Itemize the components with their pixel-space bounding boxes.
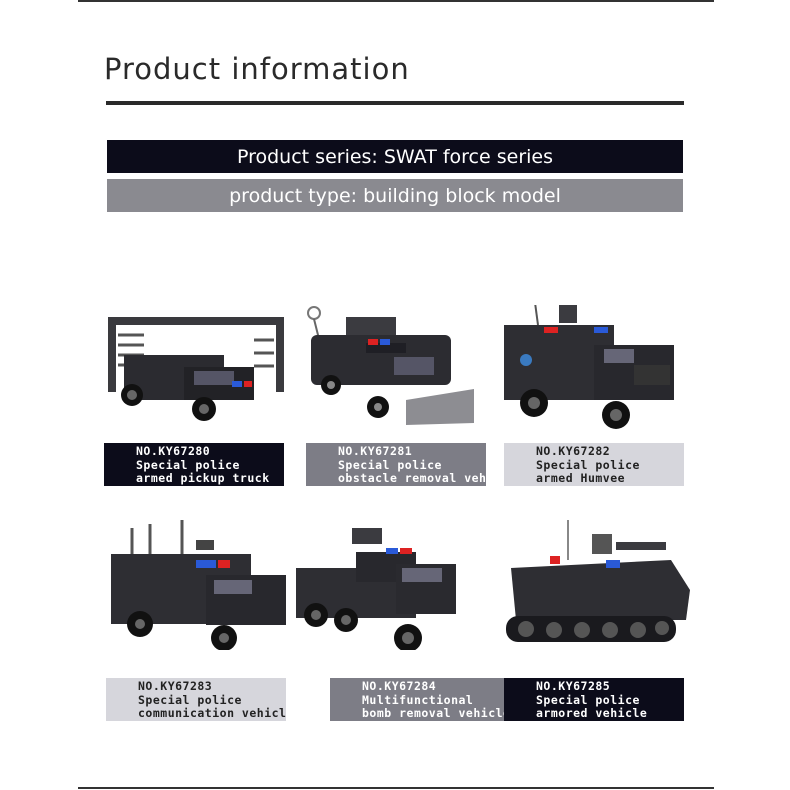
product-card-ky67285[interactable]: NO.KY67285 Special police armored vehicl… bbox=[504, 520, 696, 721]
product-label: NO.KY67282 Special police armed Humvee bbox=[504, 443, 684, 486]
product-number: NO.KY67282 bbox=[536, 444, 611, 458]
obstacle-removal-vehicle-icon bbox=[307, 306, 474, 425]
product-card-ky67284[interactable]: NO.KY67284 Multifunctional bomb removal … bbox=[296, 520, 510, 721]
product-number: NO.KY67281 bbox=[338, 444, 413, 458]
product-label: NO.KY67281 Special police obstacle remov… bbox=[306, 443, 486, 486]
product-label: NO.KY67285 Special police armored vehicl… bbox=[504, 678, 684, 721]
humvee-vehicle-icon bbox=[504, 305, 674, 429]
product-name-line2: obstacle removal vehicle bbox=[338, 471, 486, 485]
pickup-truck-vehicle-icon bbox=[108, 317, 284, 421]
bottom-border bbox=[78, 787, 714, 789]
product-name-line1: Multifunctional bbox=[362, 692, 474, 707]
product-name-line1: Special police bbox=[536, 457, 640, 472]
top-border bbox=[78, 0, 714, 2]
communication-vehicle-icon bbox=[111, 520, 286, 650]
product-name-line1: Special police bbox=[136, 457, 240, 472]
product-name-line1: Special police bbox=[138, 692, 242, 707]
product-name-line1: Special police bbox=[536, 692, 640, 707]
product-name-line2: armed pickup truck bbox=[136, 471, 270, 485]
type-bar: product type: building block model bbox=[107, 179, 683, 212]
product-name-line2: armed Humvee bbox=[536, 471, 626, 485]
product-card-ky67281[interactable]: NO.KY67281 Special police obstacle remov… bbox=[306, 305, 496, 486]
product-name-line2: bomb removal vehicle bbox=[362, 706, 510, 720]
product-number: NO.KY67285 bbox=[536, 679, 611, 693]
product-label: NO.KY67280 Special police armed pickup t… bbox=[104, 443, 284, 486]
product-number: NO.KY67284 bbox=[362, 679, 437, 693]
armored-tank-vehicle-icon bbox=[506, 520, 690, 642]
product-card-ky67283[interactable]: NO.KY67283 Special police communication … bbox=[106, 520, 296, 721]
product-label: NO.KY67283 Special police communication … bbox=[106, 678, 286, 721]
title-underline bbox=[106, 101, 684, 105]
product-card-ky67280[interactable]: NO.KY67280 Special police armed pickup t… bbox=[104, 305, 294, 486]
product-card-ky67282[interactable]: NO.KY67282 Special police armed Humvee bbox=[504, 305, 694, 486]
product-name-line2: communication vehicle bbox=[138, 706, 286, 720]
product-name-line2: armored vehicle bbox=[536, 706, 648, 720]
product-number: NO.KY67280 bbox=[136, 444, 211, 458]
bomb-removal-vehicle-icon bbox=[296, 528, 456, 650]
product-label: NO.KY67284 Multifunctional bomb removal … bbox=[330, 678, 510, 721]
product-number: NO.KY67283 bbox=[138, 679, 213, 693]
series-bar: Product series: SWAT force series bbox=[107, 140, 683, 173]
page-title: Product information bbox=[104, 52, 410, 86]
product-name-line1: Special police bbox=[338, 457, 442, 472]
